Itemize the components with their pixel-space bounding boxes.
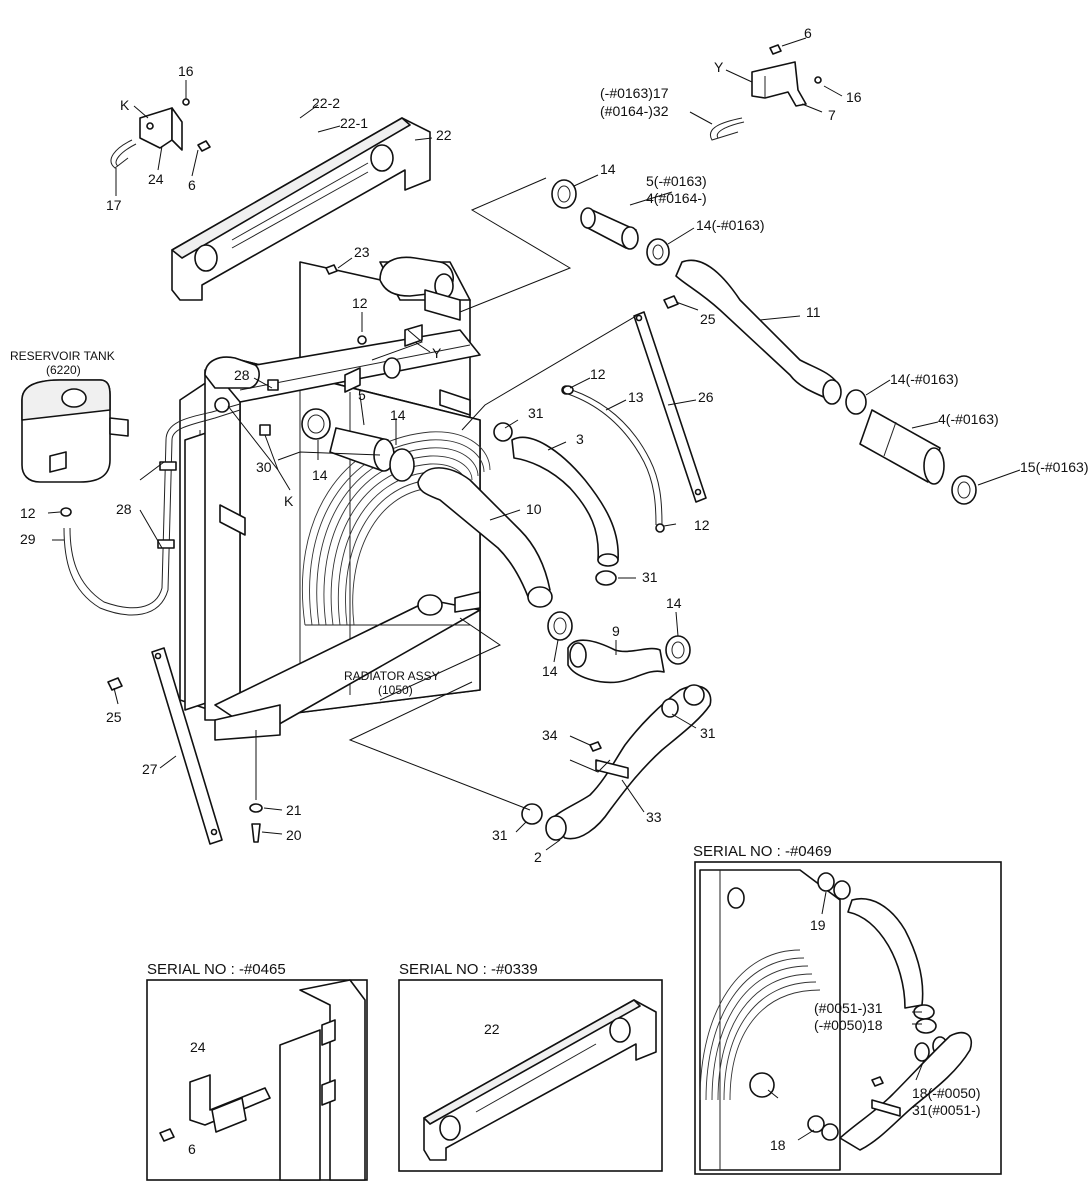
label-22-1: 22-1 — [340, 115, 368, 131]
label-20: 20 — [286, 827, 302, 843]
label-14-0163: 14(-#0163) — [890, 371, 959, 387]
label-31: 31 — [528, 405, 544, 421]
label-18-0050: (-#0050)18 — [814, 1017, 883, 1033]
label-25: 25 — [700, 311, 716, 327]
label-24: 24 — [148, 171, 164, 187]
inset-box-2 — [398, 979, 663, 1172]
label-15-0163: 15(-#0163) — [1020, 459, 1089, 475]
label-25: 25 — [106, 709, 122, 725]
label-31: 31 — [700, 725, 716, 741]
label-3: 3 — [576, 431, 584, 447]
middle-hose-group — [301, 385, 712, 841]
label-30: 30 — [256, 459, 272, 475]
label-26: 26 — [698, 389, 714, 405]
label-31: 31 — [642, 569, 658, 585]
label-28: 28 — [234, 367, 250, 383]
label-2: 2 — [534, 849, 542, 865]
label-k: K — [120, 97, 130, 113]
label-24: 24 — [190, 1039, 206, 1055]
part-7-bracket-y — [709, 44, 822, 141]
label-14-0163: 14(-#0163) — [696, 217, 765, 233]
label-22: 22 — [436, 127, 452, 143]
inset-3-title: SERIAL NO : -#0469 — [693, 843, 832, 860]
label-12: 12 — [20, 505, 36, 521]
label-10: 10 — [526, 501, 542, 517]
label-y: Y — [432, 345, 442, 361]
label-14: 14 — [390, 407, 406, 423]
label-31: 31 — [492, 827, 508, 843]
label-6: 6 — [188, 177, 196, 193]
label-31-0051: 31(#0051-) — [912, 1102, 981, 1118]
label-33: 33 — [646, 809, 662, 825]
label-4-0163: 4(-#0163) — [938, 411, 999, 427]
label-31-0051: (#0051-)31 — [814, 1000, 883, 1016]
title-reservoir-tank-ref: (6220) — [46, 363, 81, 377]
title-reservoir-tank: RESERVOIR TANK — [10, 349, 115, 363]
label-11: 11 — [806, 304, 821, 320]
leader-lines — [47, 37, 1021, 851]
upper-hose-group — [551, 179, 977, 505]
label-21: 21 — [286, 802, 302, 818]
label-k: K — [284, 493, 294, 509]
label-13: 13 — [628, 389, 644, 405]
label-6: 6 — [188, 1141, 196, 1157]
label-29: 29 — [20, 531, 36, 547]
label-y: Y — [714, 59, 724, 75]
inset-1-title: SERIAL NO : -#0465 — [147, 961, 286, 978]
label-4-0164: 4(#0164-) — [646, 190, 707, 206]
label-19: 19 — [810, 917, 826, 933]
inset-box-1 — [146, 979, 368, 1181]
label-17-0163: (-#0163)17 — [600, 85, 669, 101]
part-22-top-bracket — [171, 117, 431, 301]
title-radiator-assy-ref: (1050) — [378, 683, 413, 697]
inset-2-title: SERIAL NO : -#0339 — [399, 961, 538, 978]
label-32-0164: (#0164-)32 — [600, 103, 669, 119]
label-34: 34 — [542, 727, 558, 743]
label-12: 12 — [590, 366, 606, 382]
part-labels: RESERVOIR TANK (6220) RADIATOR ASSY (105… — [10, 25, 1089, 1157]
label-22: 22 — [484, 1021, 500, 1037]
radiator-hardware — [214, 335, 574, 843]
label-12: 12 — [694, 517, 710, 533]
inset-box-3 — [694, 861, 1002, 1175]
label-9: 9 — [612, 623, 620, 639]
label-14: 14 — [312, 467, 328, 483]
label-12: 12 — [352, 295, 368, 311]
label-23: 23 — [354, 244, 370, 260]
reservoir-tank — [21, 379, 241, 616]
label-14: 14 — [542, 663, 558, 679]
label-14: 14 — [600, 161, 616, 177]
label-5: 5 — [358, 387, 366, 403]
label-18: 18 — [770, 1137, 786, 1153]
label-16: 16 — [178, 63, 194, 79]
label-6: 6 — [804, 25, 812, 41]
label-7: 7 — [828, 107, 836, 123]
stay-rods — [107, 264, 707, 845]
label-5-0163: 5(-#0163) — [646, 173, 707, 189]
label-18-0050: 18(-#0050) — [912, 1085, 981, 1101]
label-27: 27 — [142, 761, 158, 777]
label-16: 16 — [846, 89, 862, 105]
label-28: 28 — [116, 501, 132, 517]
title-radiator-assy: RADIATOR ASSY — [344, 669, 440, 683]
label-17: 17 — [106, 197, 122, 213]
label-14: 14 — [666, 595, 682, 611]
label-22-2: 22-2 — [312, 95, 340, 111]
